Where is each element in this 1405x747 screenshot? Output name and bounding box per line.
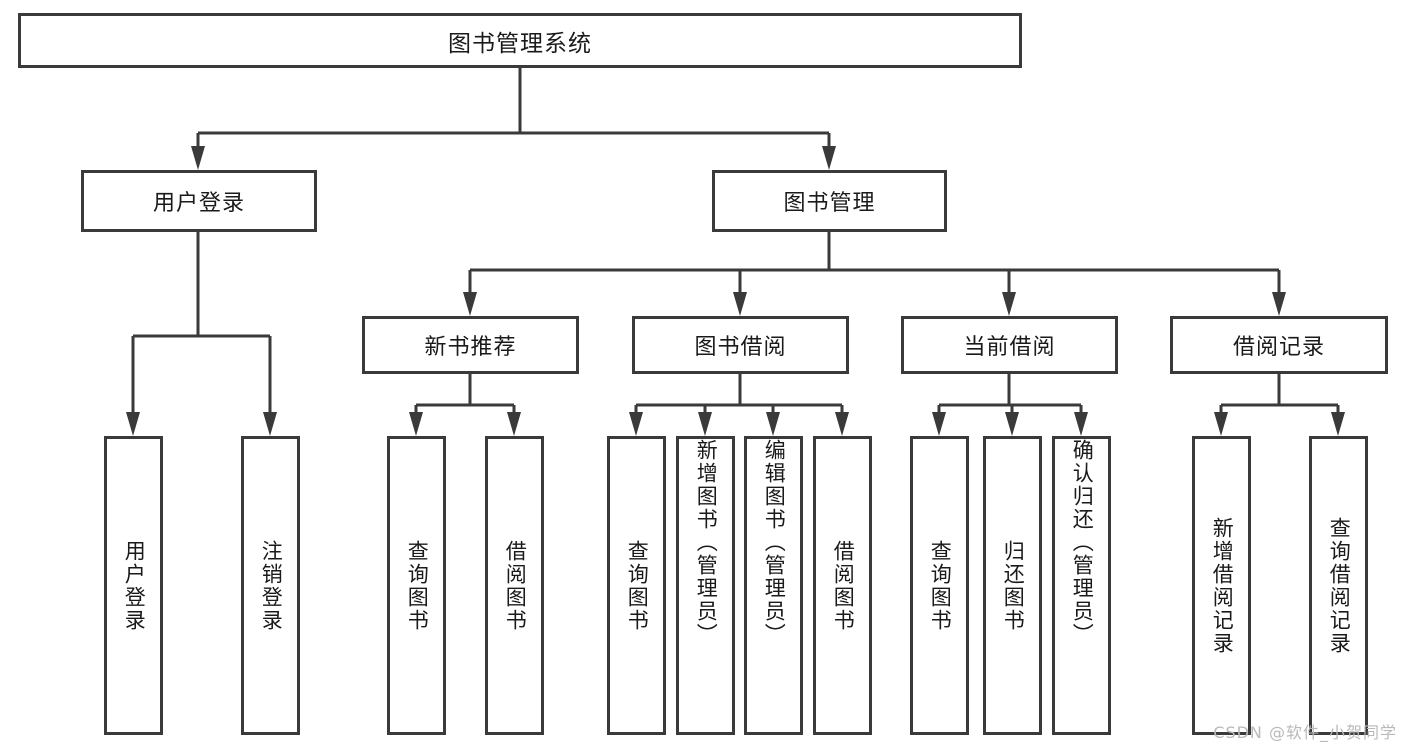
arrow-head-icon xyxy=(766,412,780,436)
node-leaf-edit-book[interactable]: 编辑图书（管理员） xyxy=(744,436,803,735)
node-current-borrow[interactable]: 当前借阅 xyxy=(901,316,1118,374)
node-book-borrow[interactable]: 图书借阅 xyxy=(632,316,849,374)
watermark-label: CSDN @软件_小贺同学 xyxy=(1213,723,1397,742)
leaf-node-label: 借阅图书 xyxy=(831,539,856,632)
node-root[interactable]: 图书管理系统 xyxy=(18,13,1022,68)
arrow-head-icon xyxy=(1074,412,1088,436)
arrow-head-icon xyxy=(409,412,423,436)
node-leaf-confirm-return[interactable]: 确认归还（管理员） xyxy=(1052,436,1111,735)
level3-node-label: 新书推荐 xyxy=(424,335,517,360)
arrow-head-icon xyxy=(932,412,946,436)
leaf-node-label: 归还图书 xyxy=(1001,539,1026,632)
node-new-book-recommend[interactable]: 新书推荐 xyxy=(362,316,579,374)
node-book-management[interactable]: 图书管理 xyxy=(712,170,947,232)
arrow-head-icon xyxy=(191,146,205,170)
level3-node-label: 当前借阅 xyxy=(963,335,1056,360)
arrow-head-icon xyxy=(698,412,712,436)
arrow-head-icon xyxy=(822,146,836,170)
leaf-node-label: 注销登录 xyxy=(259,539,284,632)
node-leaf-user-login[interactable]: 用户登录 xyxy=(104,436,163,735)
level2-node-label: 图书管理 xyxy=(783,191,876,216)
level3-node-label: 图书借阅 xyxy=(694,335,787,360)
arrow-head-icon xyxy=(629,412,643,436)
arrow-head-icon xyxy=(1331,412,1345,436)
leaf-node-label: 新增借阅记录 xyxy=(1210,516,1235,655)
node-leaf-add-book[interactable]: 新增图书（管理员） xyxy=(676,436,735,735)
node-leaf-query-record[interactable]: 查询借阅记录 xyxy=(1309,436,1368,735)
arrow-head-icon xyxy=(1002,292,1016,316)
arrow-head-icon xyxy=(507,412,521,436)
node-leaf-borrow-book-1[interactable]: 借阅图书 xyxy=(485,436,544,735)
connector-group xyxy=(126,68,1345,436)
node-leaf-add-record[interactable]: 新增借阅记录 xyxy=(1192,436,1251,735)
root-node-label: 图书管理系统 xyxy=(448,30,592,57)
leaf-node-label: 查询借阅记录 xyxy=(1327,516,1352,655)
leaf-node-label: 查询图书 xyxy=(405,539,430,632)
node-leaf-query-book-1[interactable]: 查询图书 xyxy=(387,436,446,735)
arrow-head-icon xyxy=(126,412,140,436)
level2-node-label: 用户登录 xyxy=(152,191,245,216)
node-leaf-query-book-2[interactable]: 查询图书 xyxy=(607,436,666,735)
leaf-node-label: 查询图书 xyxy=(625,539,650,632)
leaf-node-label: 编辑图书（管理员） xyxy=(762,439,787,646)
arrow-head-icon xyxy=(463,292,477,316)
node-leaf-return-book[interactable]: 归还图书 xyxy=(983,436,1042,735)
node-leaf-logout[interactable]: 注销登录 xyxy=(241,436,300,735)
arrow-head-icon xyxy=(263,412,277,436)
arrow-head-icon xyxy=(835,412,849,436)
arrow-head-icon xyxy=(1005,412,1019,436)
node-leaf-borrow-book-2[interactable]: 借阅图书 xyxy=(813,436,872,735)
arrow-head-icon xyxy=(733,292,747,316)
leaf-node-label: 查询图书 xyxy=(928,539,953,632)
node-leaf-query-book-3[interactable]: 查询图书 xyxy=(910,436,969,735)
arrow-head-icon xyxy=(1214,412,1228,436)
arrow-head-icon xyxy=(1272,292,1286,316)
leaf-node-label: 确认归还（管理员） xyxy=(1070,439,1095,646)
leaf-node-label: 新增图书（管理员） xyxy=(694,439,719,646)
node-borrow-records[interactable]: 借阅记录 xyxy=(1170,316,1388,374)
leaf-node-label: 用户登录 xyxy=(122,539,147,632)
level3-node-label: 借阅记录 xyxy=(1232,335,1325,360)
node-user-login[interactable]: 用户登录 xyxy=(81,170,317,232)
leaf-node-label: 借阅图书 xyxy=(503,539,528,632)
